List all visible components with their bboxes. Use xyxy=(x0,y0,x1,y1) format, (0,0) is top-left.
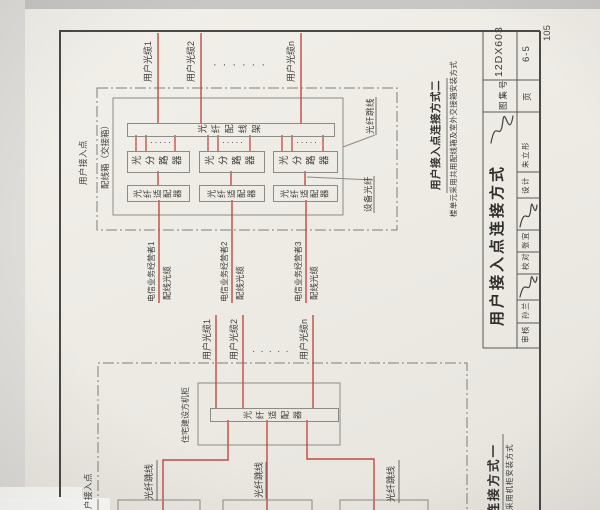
method2-cabinet-label: 配线箱（交接箱） xyxy=(100,120,110,189)
method2-jumper-label: 光纤跳线 xyxy=(365,97,375,134)
method2-boundary-label: 用户接入点 xyxy=(78,139,88,185)
method2-stub-ellipsis-2: ····· xyxy=(222,137,245,147)
method2-splitter-box-1: 光分路器 xyxy=(127,151,190,173)
method2-operator-name-2: 电信业务经营者2 xyxy=(220,241,229,302)
method2-stub-ellipsis-1: ····· xyxy=(150,137,173,147)
method1-user-cable-label-n: 用户光缆n xyxy=(299,318,309,360)
method2-odf-splitter-stubs xyxy=(135,135,324,151)
reviewer-label: 审核 xyxy=(521,325,530,343)
method1-label-underlines xyxy=(156,434,504,510)
method1-jumper-fibers xyxy=(162,420,375,510)
method2-adapter-label: 光纤适配器 xyxy=(207,188,257,199)
method1-adapter-box: 光纤适配器 xyxy=(210,408,339,422)
method2-splitter-box-2: 光分路器 xyxy=(199,151,265,173)
method1-cabinet-outline xyxy=(197,382,341,446)
method2-access-point-boundary xyxy=(96,87,398,231)
method2-operator-cable-3: 配线光缆 xyxy=(309,265,319,300)
method2-adapter-label: 光纤适配器 xyxy=(133,188,184,199)
designer-name: 朱立彤 xyxy=(521,141,530,168)
method2-user-cables xyxy=(157,33,302,123)
sheet-number: 6-5 xyxy=(521,45,532,62)
method2-splitter-label: 光分路器 xyxy=(278,156,333,168)
reviewer-name: 孙兰 xyxy=(521,301,530,319)
method2-operator-name-3: 电信业务经营者3 xyxy=(294,241,303,302)
sheet-number-label: 页 xyxy=(522,92,532,101)
method2-adapter-box-2: 光纤适配器 xyxy=(199,185,265,202)
method2-caption-subtitle: 楼单元采用共用配线箱及室外交接箱安装方式 xyxy=(449,61,458,217)
method1-boundary-label: 用户接入点 xyxy=(83,472,93,510)
drawing-page xyxy=(24,8,600,510)
method2-device-fiber-label: 设备光纤 xyxy=(363,175,373,212)
method1-caption: 用户接入点连接方式一 xyxy=(487,443,501,510)
method1-user-cable-label-2: 用户光缆2 xyxy=(229,318,239,360)
method2-odf-label: 光纤配线架 xyxy=(197,124,265,135)
method2-splitter-label: 光分路器 xyxy=(205,156,259,168)
method2-user-cable-label-2: 用户光缆2 xyxy=(186,40,196,82)
method2-user-cable-label-1: 用户光缆1 xyxy=(143,40,153,82)
method2-adapter-box-1: 光纤适配器 xyxy=(127,185,190,202)
method2-operator-cable-1: 配线光缆 xyxy=(162,265,172,300)
method2-operator-name-1: 电信业务经营者1 xyxy=(147,241,156,302)
method2-user-cable-label-n: 用户光缆n xyxy=(286,40,296,82)
method2-adapter-label: 光纤适配器 xyxy=(280,188,331,199)
method1-jumper-label-1: 光纤跳线 xyxy=(144,463,154,500)
signature-scribble-checker xyxy=(519,203,538,228)
checker-label: 校对 xyxy=(521,252,530,270)
method2-label-underlines xyxy=(373,78,448,213)
atlas-number: 12DX603 xyxy=(493,26,505,77)
method1-user-cable-label-1: 用户光缆1 xyxy=(202,318,212,360)
method2-adapter-box-3: 光纤适配器 xyxy=(273,185,338,202)
method1-adapter-label: 光纤适配器 xyxy=(243,409,306,420)
method2-odf-box: 光纤配线架 xyxy=(127,123,335,137)
method1-cable-ellipsis: ····· xyxy=(252,346,294,357)
method2-caption: 用户接入点连接方式二 xyxy=(430,80,442,190)
signature-scribble-reviewer xyxy=(519,276,538,298)
method2-cable-ellipsis: ······ xyxy=(213,59,271,71)
page-corner-white-2 xyxy=(0,498,110,510)
method1-bottom-boxes-cut xyxy=(117,499,429,510)
photo-edge-left xyxy=(0,0,25,510)
frame-border xyxy=(59,30,540,497)
checker-name: 张宜 xyxy=(521,231,530,249)
drawing-title: 用户接入点连接方式 xyxy=(489,163,506,326)
signature-scribble-designer xyxy=(490,115,514,144)
method2-leader-lines xyxy=(306,134,376,181)
designer-label: 设计 xyxy=(521,176,530,194)
title-block-grid xyxy=(482,31,540,349)
method2-cabinet-outline xyxy=(112,97,344,216)
method2-stub-ellipsis-3: ····· xyxy=(296,137,319,147)
method1-jumper-label-3: 光纤跳线 xyxy=(386,465,396,502)
method2-splitter-box-3: 光分路器 xyxy=(273,151,338,173)
method1-access-point-boundary xyxy=(97,362,468,510)
method1-user-cables xyxy=(215,315,314,408)
method2-internal-fibers xyxy=(157,171,307,303)
method1-jumper-label-2: 光纤跳线 xyxy=(254,461,264,498)
method2-splitter-label: 光分路器 xyxy=(131,156,186,168)
atlas-number-label: 图集号 xyxy=(498,78,508,110)
method2-operator-cable-2: 配线光缆 xyxy=(235,265,245,300)
page-number: 105 xyxy=(542,25,553,41)
photo-edge-top xyxy=(0,0,600,9)
method1-caption-subtitle: 采用机柜安装方式 xyxy=(505,443,514,510)
method1-cabinet-label: 住宅建设方机柜 xyxy=(181,387,190,443)
